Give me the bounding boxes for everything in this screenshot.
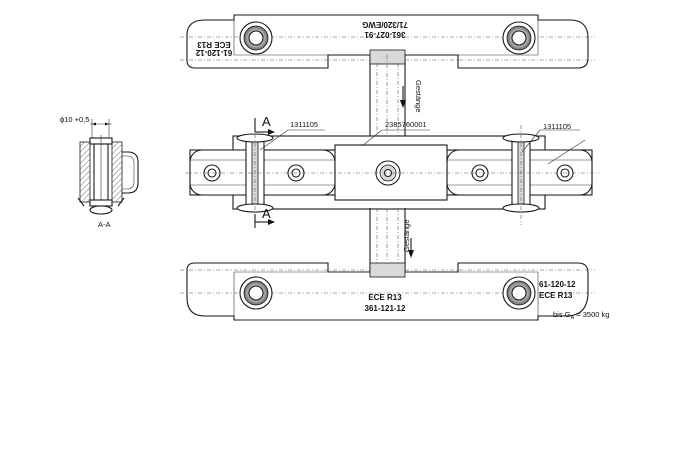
load-note: bis GA = 3500 kg	[553, 310, 609, 321]
load-note-prefix: bis G	[553, 310, 571, 319]
section-marker-bottom	[254, 214, 275, 228]
section-bottom: A	[262, 206, 271, 221]
load-note-sub: A	[571, 315, 575, 321]
top-plate-left2: 61-120-12	[195, 48, 232, 57]
bottom-right-bushing	[502, 276, 536, 310]
gestange-bottom: Gestänge	[402, 219, 411, 252]
top-right-bushing	[502, 21, 536, 55]
bottom-plate-line2: 361-121-12	[365, 304, 406, 313]
gestange-top-arrow-icon	[400, 86, 406, 108]
part-center: 2385760001	[385, 120, 427, 129]
top-plate-left1: ECE R13	[197, 40, 231, 49]
bottom-left-bushing	[239, 276, 273, 310]
section-view-aa	[77, 119, 139, 215]
section-top: A	[262, 114, 271, 129]
middle-chain	[185, 125, 600, 225]
top-plate-line2: 361-027-91	[364, 30, 405, 39]
bottom-plate-right2: ECE R13	[539, 291, 573, 300]
load-note-value: = 3500 kg	[574, 310, 609, 319]
part-right: 1311105	[543, 122, 571, 131]
section-view-label: A-A	[98, 220, 111, 229]
gestange-bottom-arrow-icon	[408, 238, 414, 258]
gestange-top: Gestänge	[414, 80, 423, 113]
part-left: 1311105	[290, 120, 318, 129]
top-plate	[180, 14, 595, 69]
dimension-label: ϕ10 +0,5	[60, 115, 89, 124]
top-plate-line1: 71/320/EWG	[362, 20, 408, 29]
bottom-rod	[369, 208, 406, 268]
top-left-bushing	[239, 21, 273, 55]
bottom-plate-line1: ECE R13	[368, 293, 402, 302]
section-marker-top	[254, 118, 275, 135]
bottom-plate-right1: 61-120-12	[539, 280, 576, 289]
callout-lines	[259, 129, 586, 165]
bottom-plate	[180, 262, 595, 321]
